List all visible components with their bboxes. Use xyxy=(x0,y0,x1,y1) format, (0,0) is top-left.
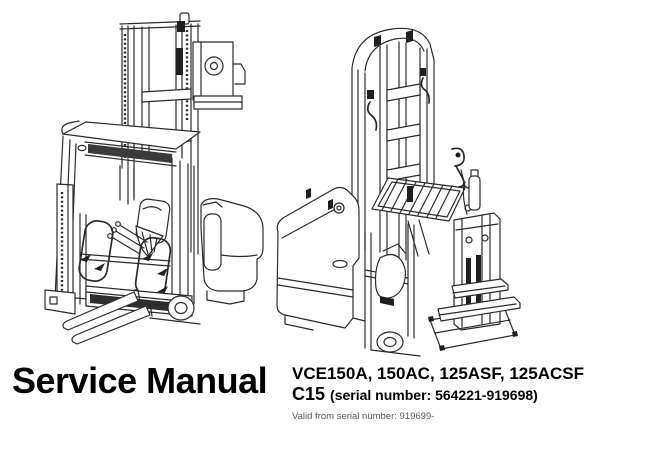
right-truck-forks xyxy=(428,278,521,351)
right-truck-battery-body xyxy=(276,186,360,331)
left-truck-operator-compartment xyxy=(75,198,189,309)
series-line: C15 (serial number: 564221-919698) xyxy=(292,384,584,405)
left-truck-drawing xyxy=(44,12,264,345)
right-truck-mast xyxy=(351,27,435,261)
model-info-block: VCE150A, 150AC, 125ASF, 125ACSF C15 (ser… xyxy=(292,364,584,422)
serial-range: (serial number: 564221-919698) xyxy=(330,387,538,403)
right-truck-drawing xyxy=(276,27,521,357)
model-list: VCE150A, 150AC, 125ASF, 125ACSF xyxy=(292,364,584,383)
left-truck-body-cover xyxy=(200,198,264,305)
left-truck-forks xyxy=(62,289,153,345)
page-title: Service Manual xyxy=(12,360,268,401)
right-truck-illustration xyxy=(268,18,523,363)
left-truck-outrigger xyxy=(44,183,76,315)
valid-from-note: Valid from serial number: 919699- xyxy=(292,411,435,422)
right-truck-chassis xyxy=(352,186,421,357)
series-code: C15 xyxy=(292,384,326,404)
right-truck-platform-roof xyxy=(371,147,474,257)
left-truck-illustration xyxy=(30,8,275,358)
